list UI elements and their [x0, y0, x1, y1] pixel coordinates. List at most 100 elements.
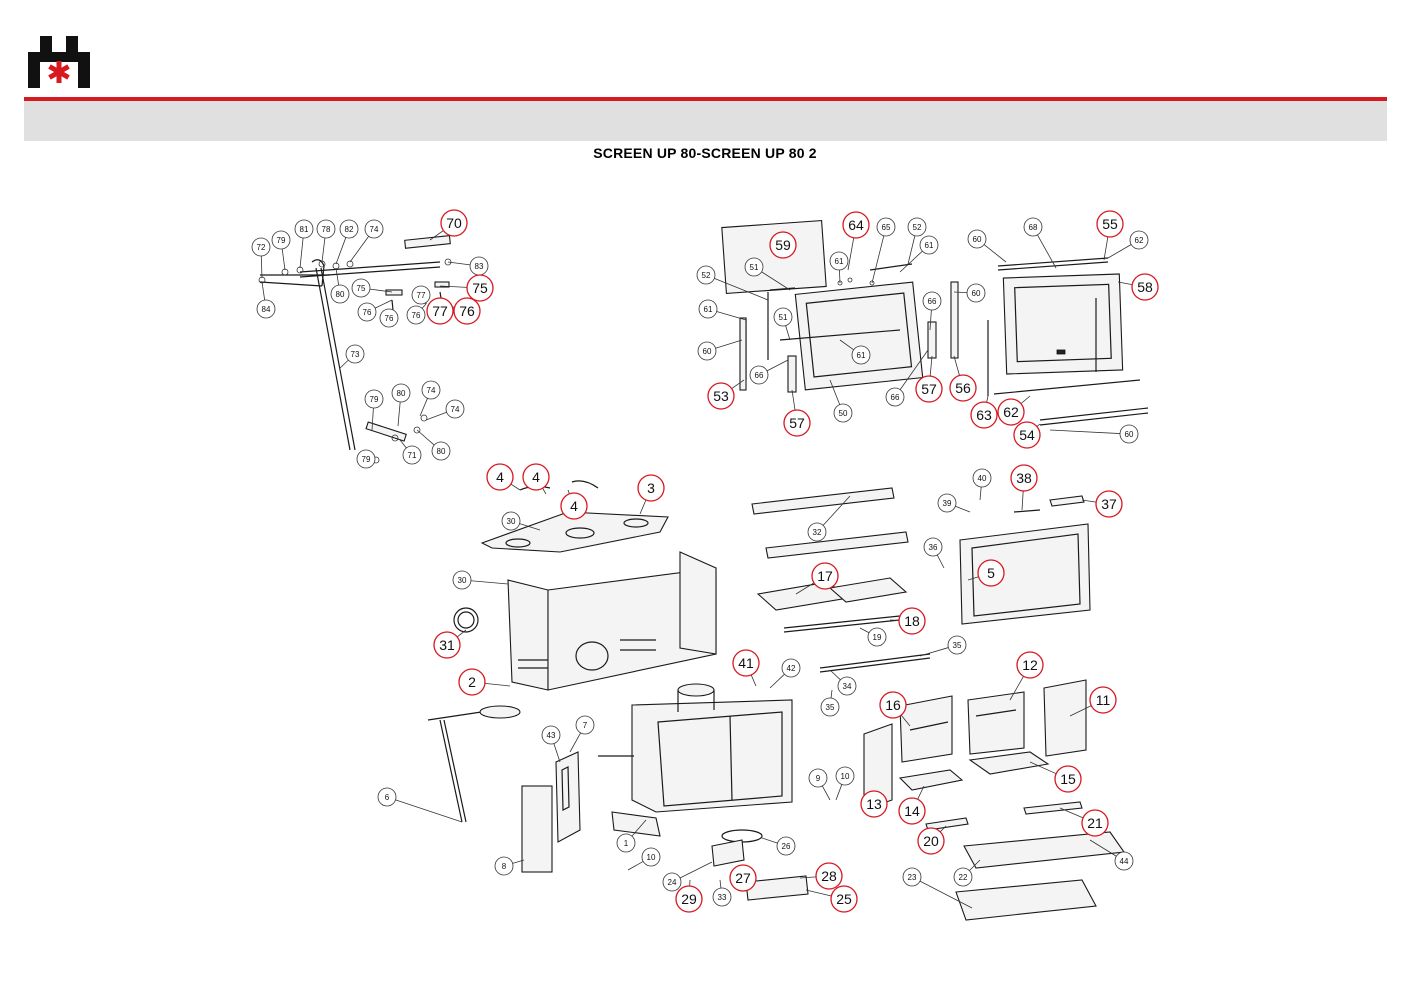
callout-balloon	[433, 631, 461, 659]
callout-balloon	[345, 344, 365, 364]
callout-label: 27	[735, 870, 751, 886]
callout-leader-line	[429, 230, 444, 241]
callout-balloon	[641, 847, 661, 867]
callout-label: 3	[647, 480, 655, 496]
callout-leader-line	[421, 303, 427, 309]
callout-label: 31	[439, 637, 455, 653]
callout-leader-line	[1049, 429, 1121, 434]
callout-balloon	[744, 257, 764, 277]
callout-label: 58	[1137, 279, 1153, 295]
casing-assembly	[453, 480, 717, 691]
callout-balloon	[391, 383, 411, 403]
part-callout-84: 84	[256, 299, 276, 319]
callout-balloon	[1131, 273, 1159, 301]
callout-balloon	[357, 302, 377, 322]
callout-label: 82	[345, 225, 354, 234]
callout-leader-line	[769, 673, 785, 689]
callout-balloon	[923, 537, 943, 557]
callout-label: 57	[921, 381, 937, 397]
callout-label: 52	[702, 271, 711, 280]
callout-label: 22	[959, 873, 968, 882]
part-callout-57: 57	[783, 409, 811, 437]
callout-leader-line	[395, 799, 463, 823]
callout-label: 70	[446, 215, 462, 231]
callout-leader-line	[1036, 423, 1041, 427]
part-callout-51: 51	[773, 307, 793, 327]
callout-balloon	[776, 836, 796, 856]
callout-label: 80	[437, 447, 446, 456]
callout-leader-line	[983, 244, 1007, 263]
callout-leader-line	[1107, 244, 1132, 259]
callout-leader-line	[919, 880, 973, 909]
glass-door-assembly	[987, 257, 1149, 426]
manufacturer-logo-icon	[26, 34, 92, 88]
callout-leader-line	[553, 743, 561, 763]
part-callout-29: 29	[675, 885, 703, 913]
callout-balloon	[698, 299, 718, 319]
part-callout-66: 66	[885, 387, 905, 407]
part-callout-22: 22	[953, 867, 973, 887]
callout-leader-line	[416, 429, 435, 446]
callout-balloon	[915, 375, 943, 403]
callout-leader-line	[639, 499, 647, 515]
callout-balloon	[749, 365, 769, 385]
callout-balloon	[271, 230, 291, 250]
callout-label: 16	[885, 697, 901, 713]
callout-leader-line	[847, 237, 855, 271]
callout-leader-line	[631, 819, 647, 837]
callout-leader-line	[953, 291, 968, 293]
callout-balloon	[781, 658, 801, 678]
callout-balloon	[431, 441, 451, 461]
callout-label: 72	[257, 243, 266, 252]
callout-balloon	[316, 219, 336, 239]
callout-label: 66	[891, 393, 900, 402]
part-callout-60: 60	[967, 229, 987, 249]
callout-leader-line	[967, 576, 979, 581]
callout-balloon	[697, 341, 717, 361]
callout-leader-line	[907, 235, 916, 265]
callout-leader-line	[714, 277, 769, 301]
callout-balloon	[364, 219, 384, 239]
callout-balloon	[842, 211, 870, 239]
part-callout-61: 61	[829, 251, 849, 271]
callout-label: 78	[322, 225, 331, 234]
callout-label: 33	[718, 893, 727, 902]
part-callout-58: 58	[1131, 273, 1159, 301]
callout-label: 34	[843, 682, 852, 691]
door-frame-assembly	[721, 220, 959, 393]
callout-label: 25	[836, 891, 852, 907]
callout-leader-line	[1059, 807, 1084, 819]
callout-label: 4	[532, 469, 540, 485]
header-accent-rule	[24, 97, 1387, 101]
callout-label: 66	[928, 297, 937, 306]
part-callout-77: 77	[426, 297, 454, 325]
part-callout-68: 68	[1023, 217, 1043, 237]
callout-leader-line	[369, 288, 393, 293]
part-callout-42: 42	[781, 658, 801, 678]
part-callout-23: 23	[902, 867, 922, 887]
part-callout-20: 20	[917, 827, 945, 855]
callout-balloon	[364, 389, 384, 409]
callout-balloon	[829, 251, 849, 271]
callout-leader-line	[1020, 395, 1031, 404]
part-callout-54: 54	[1013, 421, 1041, 449]
callout-leader-line	[839, 269, 841, 284]
part-callout-63: 63	[970, 401, 998, 429]
callout-balloon	[977, 559, 1005, 587]
callout-label: 74	[370, 225, 379, 234]
callout-balloon	[662, 872, 682, 892]
callout-label: 76	[459, 303, 475, 319]
callout-leader-line	[795, 582, 815, 595]
part-callout-6: 6	[377, 787, 397, 807]
callout-label: 53	[713, 388, 729, 404]
callout-leader-line	[439, 285, 468, 288]
callout-leader-line	[1029, 761, 1057, 775]
callout-leader-line	[512, 859, 525, 864]
callout-label: 64	[848, 217, 864, 233]
callout-label: 18	[904, 613, 920, 629]
callout-leader-line	[986, 395, 989, 403]
part-callout-74: 74	[421, 380, 441, 400]
part-callout-59: 59	[769, 231, 797, 259]
callout-leader-line	[821, 785, 831, 801]
callout-leader-line	[399, 439, 407, 449]
